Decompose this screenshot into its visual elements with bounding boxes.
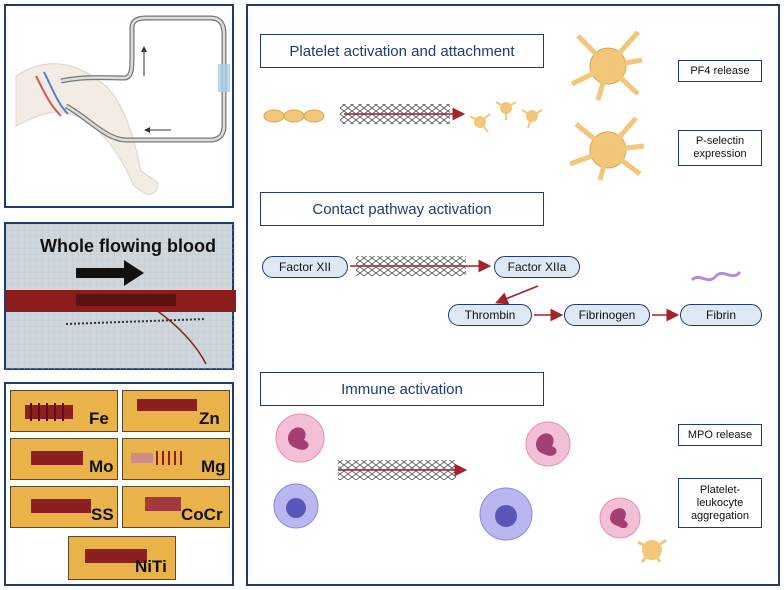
flow-photo (6, 224, 236, 372)
mechanisms-figure (263, 30, 742, 563)
node-thrombin: Thrombin (448, 304, 532, 326)
section-title-immune: Immune activation (260, 372, 544, 406)
metal-label-niti: NiTi (135, 557, 167, 576)
metal-sample-fe: Fe (10, 390, 118, 432)
metal-sample-zn: Zn (122, 390, 230, 432)
metal-sample-mg: Mg (122, 438, 230, 480)
metal-label-zn: Zn (199, 409, 220, 428)
node-factor-xiia: Factor XIIa (494, 256, 580, 278)
metal-label-cocr: CoCr (181, 505, 223, 524)
metal-label-mo: Mo (89, 457, 114, 476)
metal-sample-niti: NiTi (68, 536, 176, 580)
label-platelet-leukocyte: Platelet-leukocyte aggregation (678, 478, 762, 528)
loop-schematic-panel (4, 4, 234, 208)
metal-sample-cocr: CoCr (122, 486, 230, 528)
metal-label-mg: Mg (201, 457, 226, 476)
label-pf4-release: PF4 release (678, 60, 762, 82)
metal-sample-mo: Mo (10, 438, 118, 480)
node-factor-xii: Factor XII (262, 256, 348, 278)
metal-sample-ss: SS (10, 486, 118, 528)
label-mpo-release: MPO release (678, 424, 762, 446)
node-fibrin: Fibrin (680, 304, 762, 326)
section-title-platelet: Platelet activation and attachment (260, 34, 544, 68)
metal-label-fe: Fe (89, 409, 109, 428)
flow-photo-panel: Whole flowing blood (4, 222, 236, 372)
metal-label-ss: SS (91, 505, 114, 524)
node-fibrinogen: Fibrinogen (564, 304, 650, 326)
metals-panel: Fe Zn Mo Mg SS CoCr NiTi (4, 382, 234, 586)
loop-schematic-figure (15, 15, 230, 195)
mechanisms-panel: Platelet activation and attachment PF4 r… (246, 4, 780, 586)
section-title-contact: Contact pathway activation (260, 192, 544, 226)
flow-caption: Whole flowing blood (40, 236, 216, 256)
label-p-selectin: P-selectin expression (678, 130, 762, 166)
